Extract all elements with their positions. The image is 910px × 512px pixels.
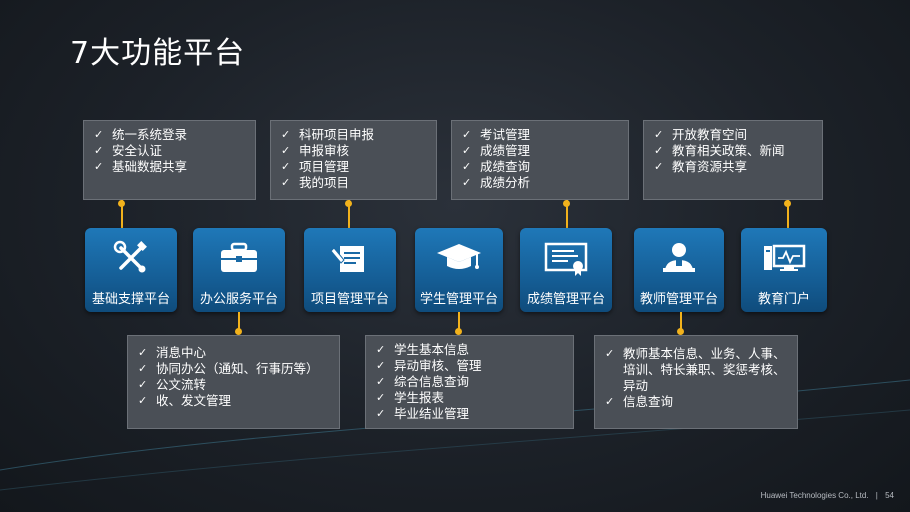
top-box-portal: 开放教育空间 教育相关政策、新闻 教育资源共享: [643, 120, 823, 200]
connector-dot: [118, 200, 125, 207]
list-item: 开放教育空间: [652, 127, 814, 143]
connector-line: [121, 200, 123, 228]
list-item: 公文流转: [136, 377, 331, 393]
platform-label: 办公服务平台: [199, 292, 278, 307]
top-box-basic-support: 统一系统登录 安全认证 基础数据共享: [83, 120, 256, 200]
slide-footer: Huawei Technologies Co., Ltd. | 54: [761, 491, 894, 500]
graduation-cap-icon: [415, 238, 503, 278]
list-item: 成绩查询: [460, 159, 620, 175]
list-item: 项目管理: [279, 159, 428, 175]
platform-portal[interactable]: 教育门户: [741, 228, 827, 312]
list-item: 消息中心: [136, 345, 331, 361]
platform-score[interactable]: 成绩管理平台: [520, 228, 612, 312]
list-item: 收、发文管理: [136, 393, 331, 409]
monitor-icon: [741, 238, 827, 278]
list-item: 综合信息查询: [374, 374, 565, 390]
bottom-box-teacher: 教师基本信息、业务、人事、培训、特长兼职、奖惩考核、异动 信息查询: [594, 335, 798, 429]
footer-separator: |: [875, 491, 878, 500]
platform-project[interactable]: 项目管理平台: [304, 228, 396, 312]
connector-dot: [677, 328, 684, 335]
connector-dot: [563, 200, 570, 207]
connector-line: [348, 200, 350, 228]
connector-dot: [784, 200, 791, 207]
list-item: 异动审核、管理: [374, 358, 565, 374]
list-item: 协同办公（通知、行事历等）: [136, 361, 331, 377]
slide-title: 7大功能平台: [70, 36, 246, 71]
list-item: 学生基本信息: [374, 342, 565, 358]
list-item: 毕业结业管理: [374, 406, 565, 422]
list-item: 基础数据共享: [92, 159, 247, 175]
connector-dot: [455, 328, 462, 335]
top-box-project: 科研项目申报 申报审核 项目管理 我的项目: [270, 120, 437, 200]
connector-dot: [235, 328, 242, 335]
connector-line: [566, 200, 568, 228]
platform-label: 基础支撑平台: [91, 292, 170, 307]
bottom-box-student: 学生基本信息 异动审核、管理 综合信息查询 学生报表 毕业结业管理: [365, 335, 574, 429]
platform-label: 教师管理平台: [639, 292, 718, 307]
platform-student[interactable]: 学生管理平台: [415, 228, 503, 312]
list-item: 成绩管理: [460, 143, 620, 159]
list-item: 统一系统登录: [92, 127, 247, 143]
top-box-score: 考试管理 成绩管理 成绩查询 成绩分析: [451, 120, 629, 200]
platform-label: 教育门户: [757, 292, 810, 307]
platform-label: 项目管理平台: [310, 292, 389, 307]
teacher-icon: [634, 238, 724, 278]
list-item: 学生报表: [374, 390, 565, 406]
platform-label: 成绩管理平台: [526, 292, 605, 307]
bottom-box-office: 消息中心 协同办公（通知、行事历等） 公文流转 收、发文管理: [127, 335, 340, 429]
certificate-icon: [520, 238, 612, 278]
list-item: 安全认证: [92, 143, 247, 159]
list-item: 申报审核: [279, 143, 428, 159]
list-item: 考试管理: [460, 127, 620, 143]
list-item: 教育资源共享: [652, 159, 814, 175]
platform-office[interactable]: 办公服务平台: [193, 228, 285, 312]
list-item: 我的项目: [279, 175, 428, 191]
list-item: 教育相关政策、新闻: [652, 143, 814, 159]
list-item: 成绩分析: [460, 175, 620, 191]
briefcase-icon: [193, 238, 285, 278]
footer-company: Huawei Technologies Co., Ltd.: [760, 491, 869, 500]
platform-basic-support[interactable]: 基础支撑平台: [85, 228, 177, 312]
connector-line: [458, 312, 460, 334]
platform-label: 学生管理平台: [419, 292, 498, 307]
platform-teacher[interactable]: 教师管理平台: [634, 228, 724, 312]
connector-dot: [345, 200, 352, 207]
tools-icon: [85, 238, 177, 278]
connector-line: [787, 200, 789, 228]
connector-line: [238, 312, 240, 334]
list-item: 教师基本信息、业务、人事、培训、特长兼职、奖惩考核、异动: [603, 346, 789, 394]
document-pen-icon: [304, 238, 396, 278]
list-item: 科研项目申报: [279, 127, 428, 143]
list-item: 信息查询: [603, 394, 789, 410]
page-number: 54: [885, 491, 894, 500]
connector-line: [680, 312, 682, 334]
